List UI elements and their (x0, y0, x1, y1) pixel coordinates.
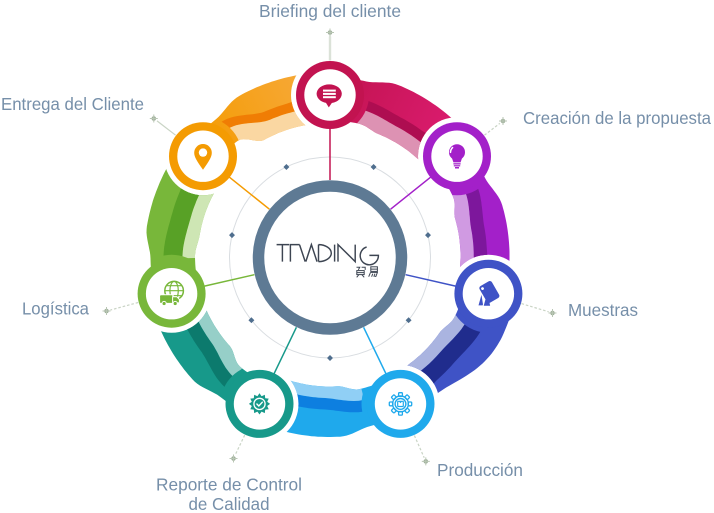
svg-text:Entrega del Cliente: Entrega del Cliente (1, 94, 144, 114)
svg-text:Reporte de Control: Reporte de Control (156, 475, 302, 495)
svg-text:de Calidad: de Calidad (189, 494, 270, 513)
svg-text:Muestras: Muestras (568, 300, 638, 320)
svg-text:Creación de la propuesta: Creación de la propuesta (523, 108, 711, 128)
svg-text:Producción: Producción (437, 460, 523, 480)
svg-text:Briefing del cliente: Briefing del cliente (259, 1, 401, 21)
svg-text:Logística: Logística (22, 299, 89, 319)
